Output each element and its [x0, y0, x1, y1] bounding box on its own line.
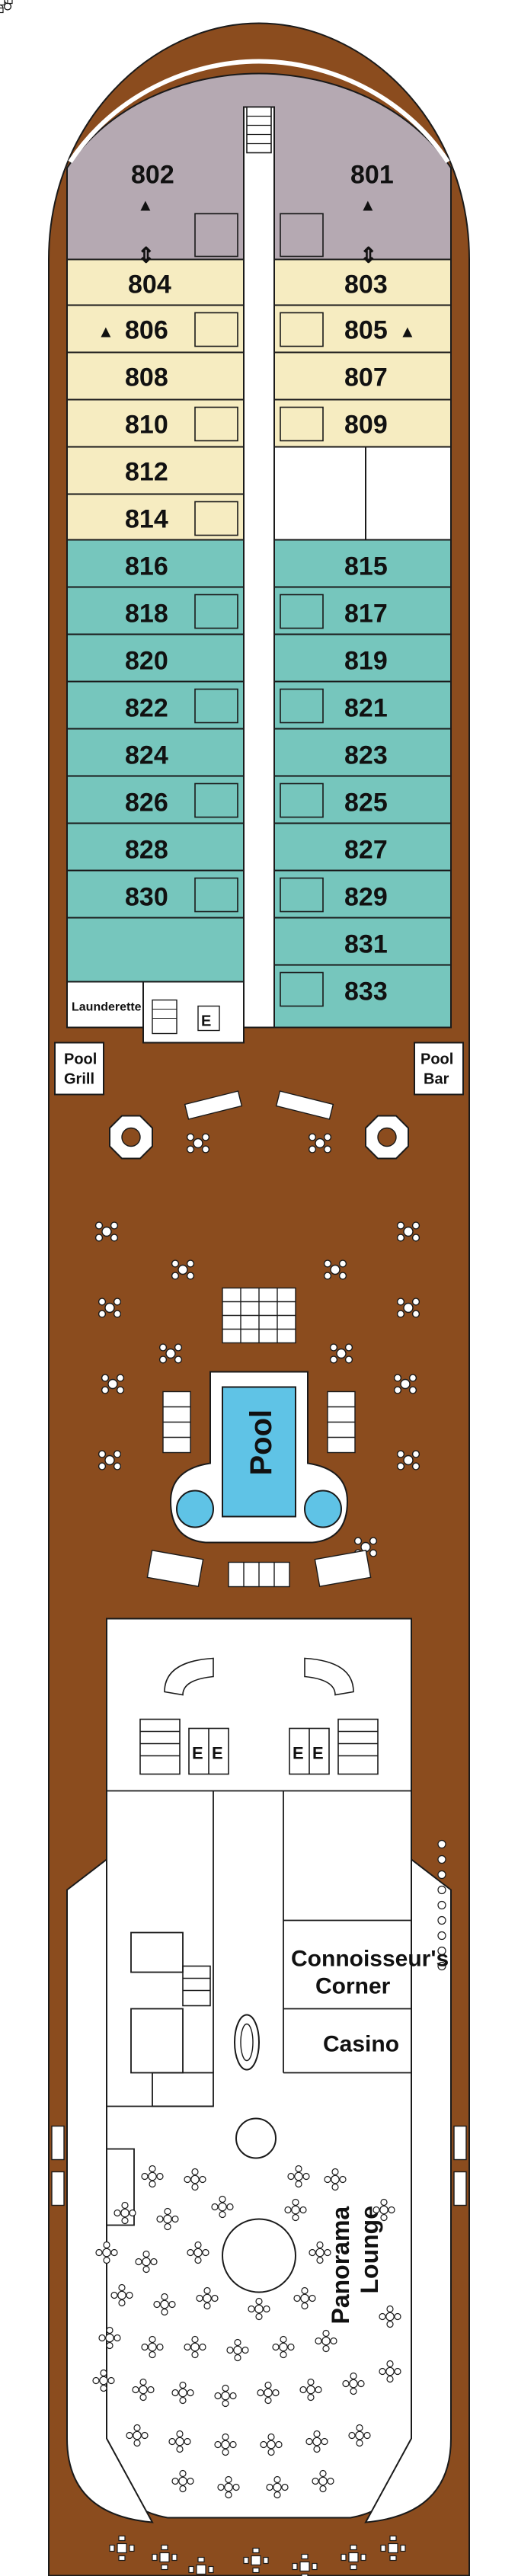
elevator-icon: E — [212, 1744, 223, 1763]
verandah-zone-port — [66, 539, 245, 983]
cabin-802: 802 — [131, 161, 174, 190]
atrium-feature — [234, 2014, 260, 2071]
cabin-817: 817 — [344, 600, 388, 629]
pool-grill-label-1: Pool — [64, 1051, 97, 1068]
aft-wing-port — [66, 1858, 154, 2523]
aft-superstructure — [106, 1618, 412, 2519]
elevator-icon: E — [312, 1744, 324, 1763]
cabin-801: 801 — [350, 161, 394, 190]
cabin-814: 814 — [125, 505, 168, 534]
whirlpool-port — [176, 1490, 214, 1528]
connecting-icon: ⇕ — [137, 244, 155, 267]
portholes — [437, 1839, 446, 1971]
casino-label: Casino — [323, 2032, 399, 2057]
lounge-column — [235, 2117, 277, 2159]
cabin-822: 822 — [125, 694, 168, 723]
cabin-804: 804 — [128, 270, 171, 299]
triangle-icon: ▲ — [360, 196, 376, 215]
cabin-810: 810 — [125, 411, 168, 440]
forward-stairs — [246, 106, 272, 154]
launderette-label: Launderette — [72, 1001, 142, 1014]
cabin-805: 805 — [344, 316, 388, 345]
cabin-829: 829 — [344, 883, 388, 912]
aft-stairs — [139, 1657, 379, 2007]
cabin-808: 808 — [125, 363, 168, 392]
elevator-icon: E — [192, 1744, 203, 1763]
cabin-807: 807 — [344, 363, 388, 392]
cabin-815: 815 — [344, 552, 388, 581]
pool-bar-label-2: Bar — [424, 1071, 449, 1088]
launderette-room — [66, 981, 144, 1029]
cabin-826: 826 — [125, 789, 168, 818]
cabin-823: 823 — [344, 741, 388, 770]
aft-stairwell — [142, 981, 245, 1044]
bathroom-blocks — [194, 213, 324, 1007]
starboard-cabin-dividers — [274, 304, 451, 966]
cabin-812: 812 — [125, 458, 168, 487]
connecting-icon: ⇕ — [360, 244, 377, 267]
interior-walls — [106, 1790, 411, 2226]
pool-bar-label-1: Pool — [420, 1051, 453, 1068]
pool-grill-label-2: Grill — [64, 1071, 94, 1088]
cabin-809: 809 — [344, 411, 388, 440]
connoisseurs-corner-label-2: Corner — [315, 1974, 391, 1999]
panorama-lounge-label-2: Lounge — [356, 2206, 383, 2294]
pool-bar-box — [414, 1042, 464, 1096]
pool-label: Pool — [245, 1410, 278, 1476]
cabin-830: 830 — [125, 883, 168, 912]
corridor — [243, 106, 275, 1029]
deck-furniture — [0, 0, 420, 1588]
cabin-818: 818 — [125, 600, 168, 629]
service-room — [365, 446, 452, 541]
connoisseurs-corner-label-1: Connoisseur's — [291, 1947, 449, 1972]
triangle-icon: ▲ — [399, 322, 416, 341]
cabin-803: 803 — [344, 270, 388, 299]
triangle-icon: ▲ — [137, 196, 154, 215]
cabin-824: 824 — [125, 741, 168, 770]
stern-tables — [0, 0, 406, 2576]
elevator-icon: E — [293, 1744, 304, 1763]
triangle-icon: ▲ — [98, 322, 114, 341]
panorama-lounge-label-1: Panorama — [327, 2206, 354, 2325]
aft-wing-starboard — [364, 1858, 452, 2523]
cabin-821: 821 — [344, 694, 388, 723]
cabin-816: 816 — [125, 552, 168, 581]
elevator-icon: E — [201, 1013, 211, 1030]
pool-water — [222, 1386, 296, 1518]
side-windows — [51, 2125, 467, 2206]
whirlpool-starboard — [304, 1490, 342, 1528]
cabin-820: 820 — [125, 647, 168, 676]
cabin-806: 806 — [125, 316, 168, 345]
port-cabin-dividers — [67, 258, 244, 919]
cabin-828: 828 — [125, 836, 168, 865]
cabin-833: 833 — [344, 978, 388, 1006]
cabin-827: 827 — [344, 836, 388, 865]
pool-grill-box — [54, 1042, 104, 1096]
bow-rim — [68, 59, 450, 164]
cabin-831: 831 — [344, 930, 388, 959]
cabin-819: 819 — [344, 647, 388, 676]
cabin-825: 825 — [344, 789, 388, 818]
